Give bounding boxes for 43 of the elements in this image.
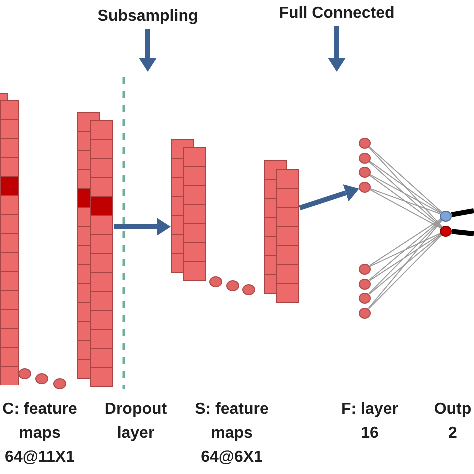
connection-line	[368, 219, 442, 281]
arrow	[114, 218, 171, 236]
connection-line	[368, 220, 442, 294]
neuron-circle	[359, 278, 371, 290]
arrow	[328, 26, 346, 72]
connection-line	[368, 146, 443, 228]
neuron-circle	[359, 308, 371, 318]
feature-map-stack	[77, 112, 114, 388]
neuron-circle	[440, 226, 452, 236]
connection-line	[368, 161, 442, 228]
connection-line	[369, 174, 442, 228]
connection-line	[370, 233, 442, 267]
layer-caption: C: feature maps 64@11X1	[2, 400, 78, 468]
feature-map-stack	[0, 93, 20, 385]
connection-line	[370, 174, 442, 214]
neuron-circle	[359, 292, 371, 304]
arrow	[299, 184, 360, 211]
arrow	[139, 29, 157, 72]
neuron-circle	[440, 210, 452, 222]
section-heading: Full Connected	[272, 2, 402, 26]
layer-caption: F: layer 16	[340, 400, 400, 444]
connection-line	[369, 218, 442, 266]
neuron-circle	[359, 264, 371, 274]
neuron-circle	[359, 152, 371, 164]
layer-caption: S: feature maps 64@6X1	[194, 400, 270, 468]
connection-line	[369, 234, 442, 282]
connection-line	[368, 146, 442, 213]
neuron-circle	[359, 138, 371, 148]
layer-caption: Dropout layer	[104, 400, 168, 444]
section-heading: Subsampling	[98, 5, 198, 29]
connection-line	[368, 234, 442, 310]
layer-caption: Outp 2	[433, 400, 473, 444]
feature-map-stack	[171, 139, 207, 281]
connection-line	[451, 208, 474, 218]
connection-line	[368, 234, 442, 295]
feature-map-stack	[264, 160, 300, 303]
connection-line	[368, 220, 443, 310]
neuron-circle	[359, 182, 371, 192]
connection-line	[452, 229, 474, 236]
connection-line	[370, 188, 441, 214]
neuron-circle	[359, 166, 371, 178]
connection-line	[370, 189, 442, 229]
connection-line	[369, 160, 442, 214]
